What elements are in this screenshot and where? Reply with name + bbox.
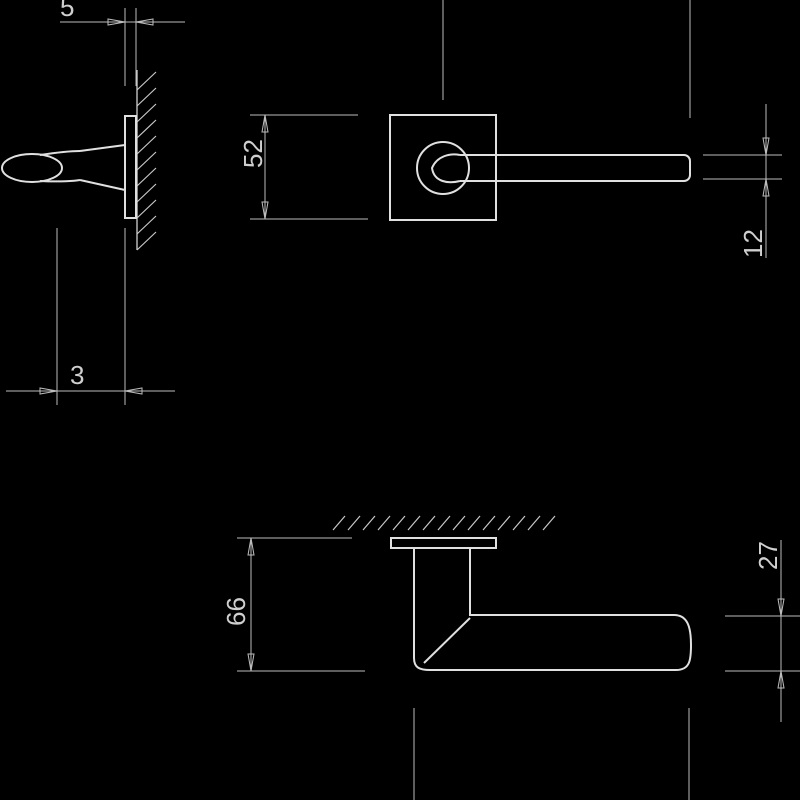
dimension-label-12: 12 xyxy=(738,229,768,258)
lever-bevel-top xyxy=(423,617,471,664)
dimension-label-66: 66 xyxy=(221,597,251,626)
dimension-label-52: 52 xyxy=(238,139,268,168)
rose-plate-side xyxy=(124,115,137,219)
square-rose-front xyxy=(389,114,497,221)
lever-end-side xyxy=(1,153,63,183)
lever-body-side xyxy=(39,150,81,183)
dimension-label-27: 27 xyxy=(753,541,783,570)
lever-front xyxy=(460,154,691,182)
dimension-label-3: 3 xyxy=(70,360,84,390)
dimension-lever-height: 27 xyxy=(725,540,800,722)
lever-hub-inner xyxy=(430,153,461,184)
dimension-lever-depth: 66 xyxy=(221,537,365,672)
dimension-lever-thickness: 12 xyxy=(703,104,782,258)
front-view: 52 12 xyxy=(238,0,782,258)
lever-neck-side xyxy=(79,144,126,191)
lever-top xyxy=(413,548,693,671)
dimension-label-5: 5 xyxy=(60,0,74,22)
rose-plate-top xyxy=(390,537,497,549)
dimension-wall-offset: 3 xyxy=(6,228,175,405)
wall-hatching xyxy=(136,71,157,251)
side-view: 5 3 xyxy=(1,0,185,405)
wall-hatching-top xyxy=(332,515,556,531)
top-view: 66 27 xyxy=(221,515,800,800)
dimension-rose-thickness: 5 xyxy=(60,0,185,86)
dimension-rose-height: 52 xyxy=(238,114,368,220)
lever-hub-front xyxy=(416,141,470,195)
